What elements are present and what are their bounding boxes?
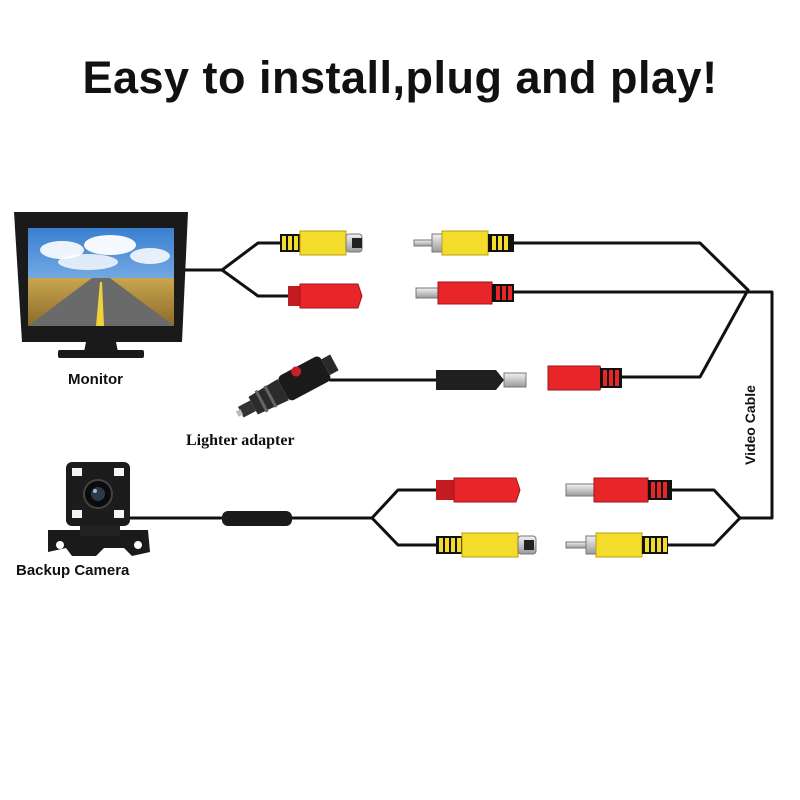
rca-connector-icon — [288, 283, 363, 309]
cable-filter-box — [222, 511, 292, 526]
lighter-adapter-icon — [235, 354, 339, 418]
video-cable-yellow-top — [510, 241, 750, 292]
rca-connector-icon — [436, 370, 527, 390]
rca-connector-icon — [415, 281, 514, 305]
rca-connector-icon — [413, 230, 514, 256]
backup-camera-label: Backup Camera — [16, 562, 130, 579]
video-cable-red-top — [510, 290, 774, 520]
monitor-label: Monitor — [68, 371, 123, 388]
video-cable-to-power — [620, 288, 750, 379]
rca-connector-icon — [547, 365, 622, 391]
video-cable-split-yellow-bottom — [666, 516, 742, 547]
monitor-icon — [14, 212, 188, 358]
video-cable-label: Video Cable — [742, 385, 758, 465]
rca-connector-icon — [565, 532, 668, 558]
video-cable-split-red-bottom — [670, 488, 742, 520]
rca-connector-icon — [436, 477, 521, 503]
rca-connector-icon — [565, 477, 672, 503]
monitor-split-red — [220, 268, 292, 298]
backup-camera-icon — [48, 462, 150, 556]
page-title: Easy to install,plug and play! — [82, 52, 718, 103]
lighter-adapter-label: Lighter adapter — [186, 432, 295, 449]
camera-split-red — [370, 488, 440, 520]
rca-connector-icon — [436, 532, 537, 558]
camera-split-yellow — [370, 516, 440, 547]
cables — [128, 241, 774, 547]
rca-connector-icon — [280, 230, 363, 256]
monitor-split-yellow — [220, 241, 284, 272]
